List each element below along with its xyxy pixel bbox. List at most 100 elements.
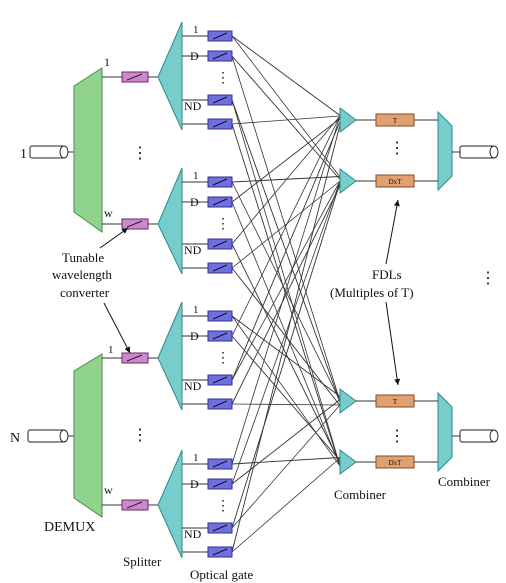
- fiber-output-icon-end: [489, 145, 499, 159]
- gate-dots: ⋮: [216, 71, 230, 86]
- input-1-label: 1: [20, 147, 27, 162]
- gate-label-ND: ND: [184, 99, 202, 113]
- crossbar-line: [231, 185, 341, 405]
- fdl-bot-dots: ⋮: [389, 428, 405, 445]
- twc-label-line1: Tunable: [62, 250, 104, 265]
- crossbar-line: [231, 404, 341, 529]
- gate-slash: [212, 52, 228, 60]
- gate-label-D: D: [190, 329, 199, 343]
- combiner-icon: [339, 107, 357, 133]
- gate-slash: [212, 240, 228, 248]
- gate-slash: [212, 96, 228, 104]
- gate-slash: [212, 198, 228, 206]
- input-N-label: N: [10, 431, 20, 446]
- combiner-icon: [437, 391, 453, 473]
- gate-label-ND: ND: [184, 243, 202, 257]
- gate-label-D: D: [190, 49, 199, 63]
- crossbar-line: [231, 457, 341, 553]
- gate-label-ND: ND: [184, 527, 202, 541]
- fdl-top-dots: ⋮: [389, 140, 405, 157]
- demux-bot-port-1: 1: [108, 344, 114, 356]
- combiner-icon: [339, 168, 357, 194]
- splitter-icon: [157, 449, 183, 559]
- fdl-label-line1: FDLs: [372, 267, 402, 282]
- combiner-label-right: Combiner: [438, 474, 491, 489]
- crossbar-line: [231, 118, 341, 203]
- gate-dots: ⋮: [216, 217, 230, 232]
- fdl-label: T: [393, 117, 398, 125]
- converter-slash: [126, 220, 143, 228]
- gate-label-D: D: [190, 477, 199, 491]
- fiber-input-icon-end: [59, 145, 69, 159]
- crossbar-line: [231, 181, 341, 402]
- gate-slash: [212, 460, 228, 468]
- gate-label-1: 1: [193, 304, 199, 316]
- combiner-icon: [437, 110, 453, 192]
- crossbar-line: [231, 201, 341, 467]
- gate-slash: [212, 376, 228, 384]
- gate-slash: [212, 264, 228, 272]
- gate-slash: [212, 178, 228, 186]
- fiber-output-icon: [459, 429, 495, 443]
- optical-gate-label: Optical gate: [190, 567, 253, 582]
- crossbar-line: [231, 115, 341, 337]
- gate-slash: [212, 548, 228, 556]
- crossbar-line: [231, 115, 341, 245]
- combiner-icon: [339, 388, 357, 414]
- gate-slash: [212, 400, 228, 408]
- crossbar-line: [231, 55, 341, 402]
- interconnect-lines: [231, 35, 341, 553]
- gate-label-D: D: [190, 195, 199, 209]
- gate-label-1: 1: [193, 170, 199, 182]
- gate-label-1: 1: [193, 24, 199, 36]
- crossbar-line: [231, 457, 341, 465]
- splitter-icon: [157, 21, 183, 131]
- fdl-label-line2: (Multiples of T): [330, 285, 414, 300]
- annotations: 1 N 1 w 1 w ⋮ ⋮ ⋮ ⋮ ⋮ DEMUX Tunable wave…: [10, 55, 496, 582]
- fdl-label: DxT: [389, 178, 403, 186]
- fdl-label: DxT: [389, 459, 403, 467]
- demux-icon: [73, 67, 103, 233]
- fdl-arrow-down: [385, 301, 401, 386]
- output-dots: ⋮: [480, 270, 496, 287]
- crossbar-line: [231, 121, 341, 381]
- gate-dots: ⋮: [216, 499, 230, 514]
- crossbar-line: [231, 55, 341, 180]
- fiber-output-icon: [459, 145, 495, 159]
- splitter-icon: [157, 167, 183, 275]
- gate-dots: ⋮: [216, 351, 230, 366]
- converter-slash: [126, 354, 143, 362]
- fdl-arrow-up: [385, 199, 400, 265]
- converter-slash: [126, 73, 143, 81]
- splitter-icon: [157, 301, 183, 411]
- fiber-input-icon: [29, 145, 65, 159]
- twc-label-line2: wavelength: [52, 267, 112, 282]
- crossbar-line: [231, 35, 341, 116]
- crossbar-line: [231, 115, 341, 125]
- demux-icon: [73, 353, 103, 518]
- demux-label: DEMUX: [44, 520, 95, 535]
- demux-top-port-w: w: [104, 206, 113, 220]
- gate-slash: [212, 480, 228, 488]
- gate-slash: [212, 120, 228, 128]
- crossbar-line: [231, 335, 341, 461]
- fiber-input-icon-end: [59, 429, 69, 443]
- gate-slash: [212, 332, 228, 340]
- gate-slash: [212, 524, 228, 532]
- demux-top-dots: ⋮: [132, 145, 148, 162]
- gate-label-1: 1: [193, 452, 199, 464]
- crossbar-line: [231, 403, 341, 406]
- converter-slash: [126, 501, 143, 509]
- twc-label-line3: converter: [60, 285, 110, 300]
- twc-arrow-up: [99, 227, 129, 249]
- crossbar-line: [231, 315, 341, 467]
- fiber-output-icon-end: [489, 429, 499, 443]
- gate-slash: [212, 312, 228, 320]
- crossbar-line: [231, 180, 341, 381]
- crossbar-line: [231, 182, 341, 529]
- splitter-label: Splitter: [123, 554, 162, 569]
- combiner-label-mid: Combiner: [334, 487, 387, 502]
